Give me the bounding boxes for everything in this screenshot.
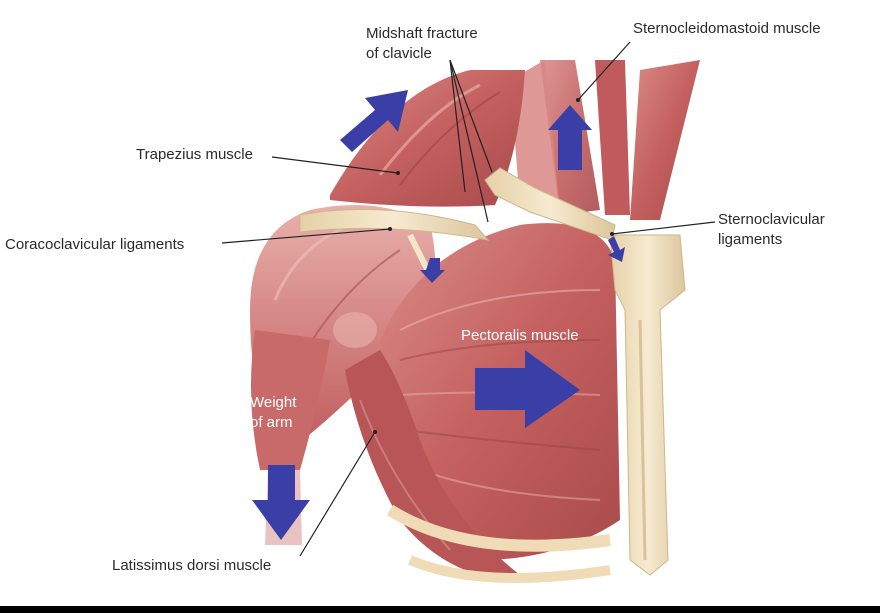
trapezius-leader: [271, 156, 399, 174]
label-pectoralis: Pectoralis muscle: [461, 327, 579, 344]
force-arrows: [252, 90, 625, 540]
sternocleidomastoid-pull-arrow: [548, 105, 592, 170]
label-weight-of-arm: Weight of arm: [250, 394, 297, 431]
midshaft-leader-1: [449, 59, 493, 173]
ribs: [386, 504, 611, 583]
sternocleidomastoid-leader: [577, 41, 631, 101]
midshaft-leader-2: [449, 59, 489, 223]
clavicle-drop-arrow: [420, 258, 445, 283]
bottom-border: [0, 606, 880, 613]
label-sternocleidomastoid: Sternocleidomastoid muscle: [633, 20, 821, 37]
leader-dots: [373, 98, 614, 434]
coracoclavicular-leader: [221, 228, 391, 244]
leader-lines: [221, 41, 716, 557]
trapezius-pull-arrow: [340, 90, 408, 152]
label-coracoclavicular: Coracoclavicular ligaments: [5, 236, 185, 253]
latissimus-leader: [299, 431, 376, 557]
pectoralis-pull-arrow: [475, 350, 580, 428]
sternum: [609, 234, 686, 576]
sternoclavicular-leader: [611, 221, 716, 235]
arm-weight-arrow: [252, 465, 310, 540]
label-sternoclavicular: Sternoclavicular ligaments: [718, 211, 825, 248]
sternocleidomastoid-muscle: [510, 60, 700, 220]
label-trapezius: Trapezius muscle: [136, 146, 253, 163]
midshaft-leader-3: [449, 59, 466, 193]
label-midshaft-fracture: Midshaft fracture of clavicle: [366, 25, 478, 62]
label-latissimus: Latissimus dorsi muscle: [112, 557, 272, 574]
sternoclavicular-arrow: [608, 236, 625, 262]
